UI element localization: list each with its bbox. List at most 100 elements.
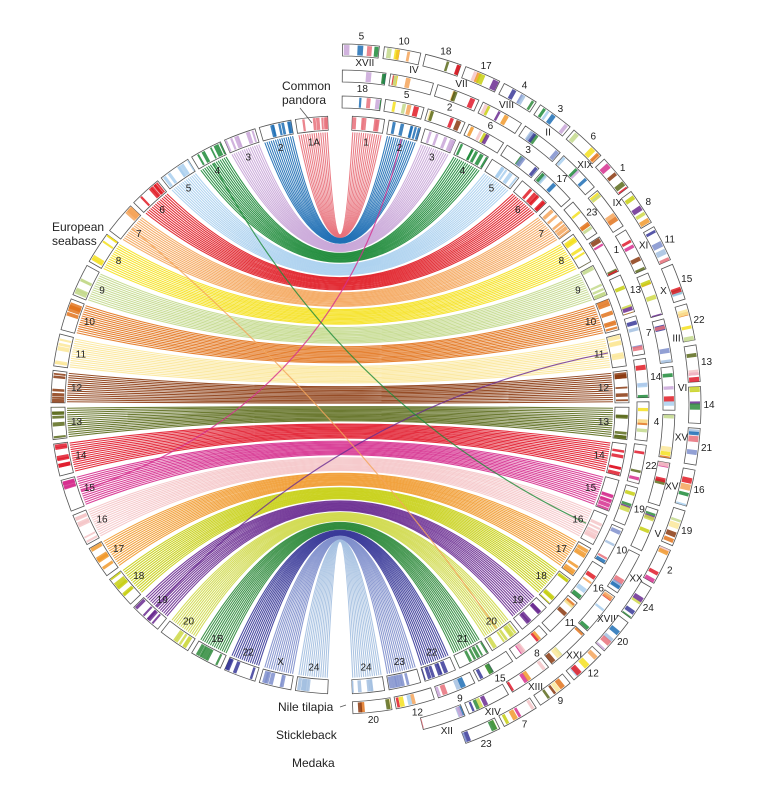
medaka-chromosome-5 bbox=[342, 43, 380, 59]
medaka-label-10: 10 bbox=[399, 37, 411, 48]
leader-nile-tilapia bbox=[339, 704, 347, 708]
nile-tilapia-label-6: 6 bbox=[488, 121, 494, 132]
seabass-pandora-ring bbox=[50, 115, 630, 695]
pandora-label-21: 21 bbox=[457, 634, 469, 645]
medaka-label-13: 13 bbox=[701, 357, 713, 368]
seabass-chromosome-1A bbox=[294, 115, 329, 134]
nile-tilapia-chromosome-23 bbox=[563, 201, 598, 241]
nile-tilapia-label-12: 12 bbox=[412, 707, 424, 718]
nile-tilapia-chromosome-19 bbox=[613, 484, 639, 526]
pandora-chromosome-19 bbox=[512, 597, 547, 630]
stickleback-chromosome-II bbox=[518, 125, 561, 163]
seabass-label-17: 17 bbox=[113, 544, 125, 555]
label-nile-tilapia: Nile tilapia bbox=[278, 700, 334, 714]
stickleback-chromosome-VIII bbox=[477, 101, 523, 135]
seabass-chromosome-15 bbox=[60, 476, 85, 512]
medaka-chromosome-10 bbox=[382, 46, 422, 66]
seabass-label-6: 6 bbox=[159, 205, 165, 216]
stickleback-chromosome-XVIII bbox=[577, 589, 616, 632]
nile-tilapia-chromosome-6 bbox=[463, 123, 505, 154]
pandora-label-10: 10 bbox=[585, 317, 597, 328]
medaka-chromosome-24 bbox=[620, 581, 652, 620]
stickleback-label-VI: VI bbox=[678, 383, 687, 394]
link-group-5 bbox=[171, 173, 509, 276]
pandora-chromosome-3 bbox=[420, 128, 456, 154]
seabass-label-X: X bbox=[277, 657, 284, 668]
nile-tilapia-label-17: 17 bbox=[557, 174, 569, 185]
pandora-label-4: 4 bbox=[460, 166, 466, 177]
medaka-label-8: 8 bbox=[646, 197, 652, 208]
pandora-label-17: 17 bbox=[556, 544, 568, 555]
seabass-chromosome-1B bbox=[191, 640, 227, 669]
nile-tilapia-label-4: 4 bbox=[654, 417, 660, 428]
seabass-label-11: 11 bbox=[76, 350, 87, 361]
pandora-label-14: 14 bbox=[594, 450, 606, 461]
pandora-label-13: 13 bbox=[598, 417, 610, 428]
cross-link-2 bbox=[131, 227, 498, 629]
pandora-chromosome-18 bbox=[538, 570, 572, 605]
seabass-chromosome-9 bbox=[72, 264, 100, 301]
nile-tilapia-label-8: 8 bbox=[534, 648, 540, 659]
nile-tilapia-chromosome-5 bbox=[383, 98, 425, 120]
medaka-label-24: 24 bbox=[643, 603, 655, 614]
pandora-label-1: 1 bbox=[363, 137, 369, 148]
nile-tilapia-chromosome-7 bbox=[623, 315, 646, 357]
synteny-links bbox=[67, 132, 613, 678]
nile-tilapia-chromosome-16 bbox=[570, 560, 604, 601]
link-group-4 bbox=[200, 156, 480, 263]
label-medaka: Medaka bbox=[292, 756, 335, 770]
nile-tilapia-chromosome-15 bbox=[472, 650, 514, 682]
pandora-label-20: 20 bbox=[486, 616, 498, 627]
nile-tilapia-label-13: 13 bbox=[630, 285, 642, 296]
outer-species-rings: 18526317231137144221910161181591220XVIII… bbox=[341, 32, 715, 750]
seabass-label-16: 16 bbox=[96, 514, 108, 525]
nile-tilapia-chromosome-22 bbox=[626, 443, 647, 485]
medaka-label-4: 4 bbox=[522, 80, 528, 91]
seabass-label-3: 3 bbox=[245, 152, 251, 163]
link-group-3 bbox=[231, 144, 449, 253]
seabass-label-14: 14 bbox=[75, 450, 87, 461]
stickleback-chromosome-XIII bbox=[505, 657, 550, 693]
stickleback-chromosome-III bbox=[651, 318, 673, 364]
pandora-chromosome-21 bbox=[453, 640, 489, 669]
stickleback-chromosome-V bbox=[630, 505, 659, 552]
seabass-label-7: 7 bbox=[136, 229, 142, 240]
nile-tilapia-chromosome-13 bbox=[608, 274, 636, 316]
pandora-label-16: 16 bbox=[572, 514, 584, 525]
medaka-chromosome-11 bbox=[642, 226, 671, 266]
pandora-label-5: 5 bbox=[489, 184, 495, 195]
seabass-chromosome-18 bbox=[108, 570, 142, 605]
medaka-label-7: 7 bbox=[522, 720, 528, 731]
stickleback-chromosome-XXI bbox=[544, 625, 585, 665]
seabass-chromosome-24 bbox=[294, 676, 329, 695]
link-group-9 bbox=[87, 273, 593, 344]
pandora-chromosome-16 bbox=[580, 509, 608, 546]
medaka-chromosome-13 bbox=[683, 344, 701, 383]
stickleback-chromosome-VI bbox=[660, 366, 676, 411]
stickleback-chromosome-XIX bbox=[555, 155, 595, 196]
nile-tilapia-label-14: 14 bbox=[650, 372, 662, 383]
pandora-chromosome-13 bbox=[612, 406, 630, 441]
stickleback-chromosome-IX bbox=[587, 189, 624, 233]
medaka-label-17: 17 bbox=[481, 61, 493, 72]
pandora-chromosome-17 bbox=[561, 541, 592, 577]
seabass-label-1A: 1A bbox=[308, 137, 321, 148]
species-label-stickleback: Stickleback bbox=[276, 728, 338, 742]
stickleback-label-VIII: VIII bbox=[499, 100, 514, 111]
seabass-chromosome-20 bbox=[160, 620, 196, 652]
stickleback-chromosome-XV bbox=[658, 414, 676, 460]
medaka-label-6: 6 bbox=[590, 132, 596, 143]
species-label-european-seabass: European seabass bbox=[52, 220, 104, 248]
pandora-label-22: 22 bbox=[426, 648, 438, 659]
medaka-chromosome-20 bbox=[594, 614, 629, 652]
cross-link-0 bbox=[80, 138, 402, 492]
medaka-label-12: 12 bbox=[588, 668, 600, 679]
nile-tilapia-chromosome-8 bbox=[508, 624, 548, 660]
stickleback-label-V: V bbox=[655, 529, 662, 540]
stickleback-label-II: II bbox=[545, 127, 551, 138]
pandora-chromosome-8 bbox=[561, 233, 592, 269]
pandora-chromosome-23 bbox=[386, 668, 422, 691]
seabass-label-4: 4 bbox=[215, 166, 221, 177]
medaka-label-5: 5 bbox=[359, 32, 365, 43]
